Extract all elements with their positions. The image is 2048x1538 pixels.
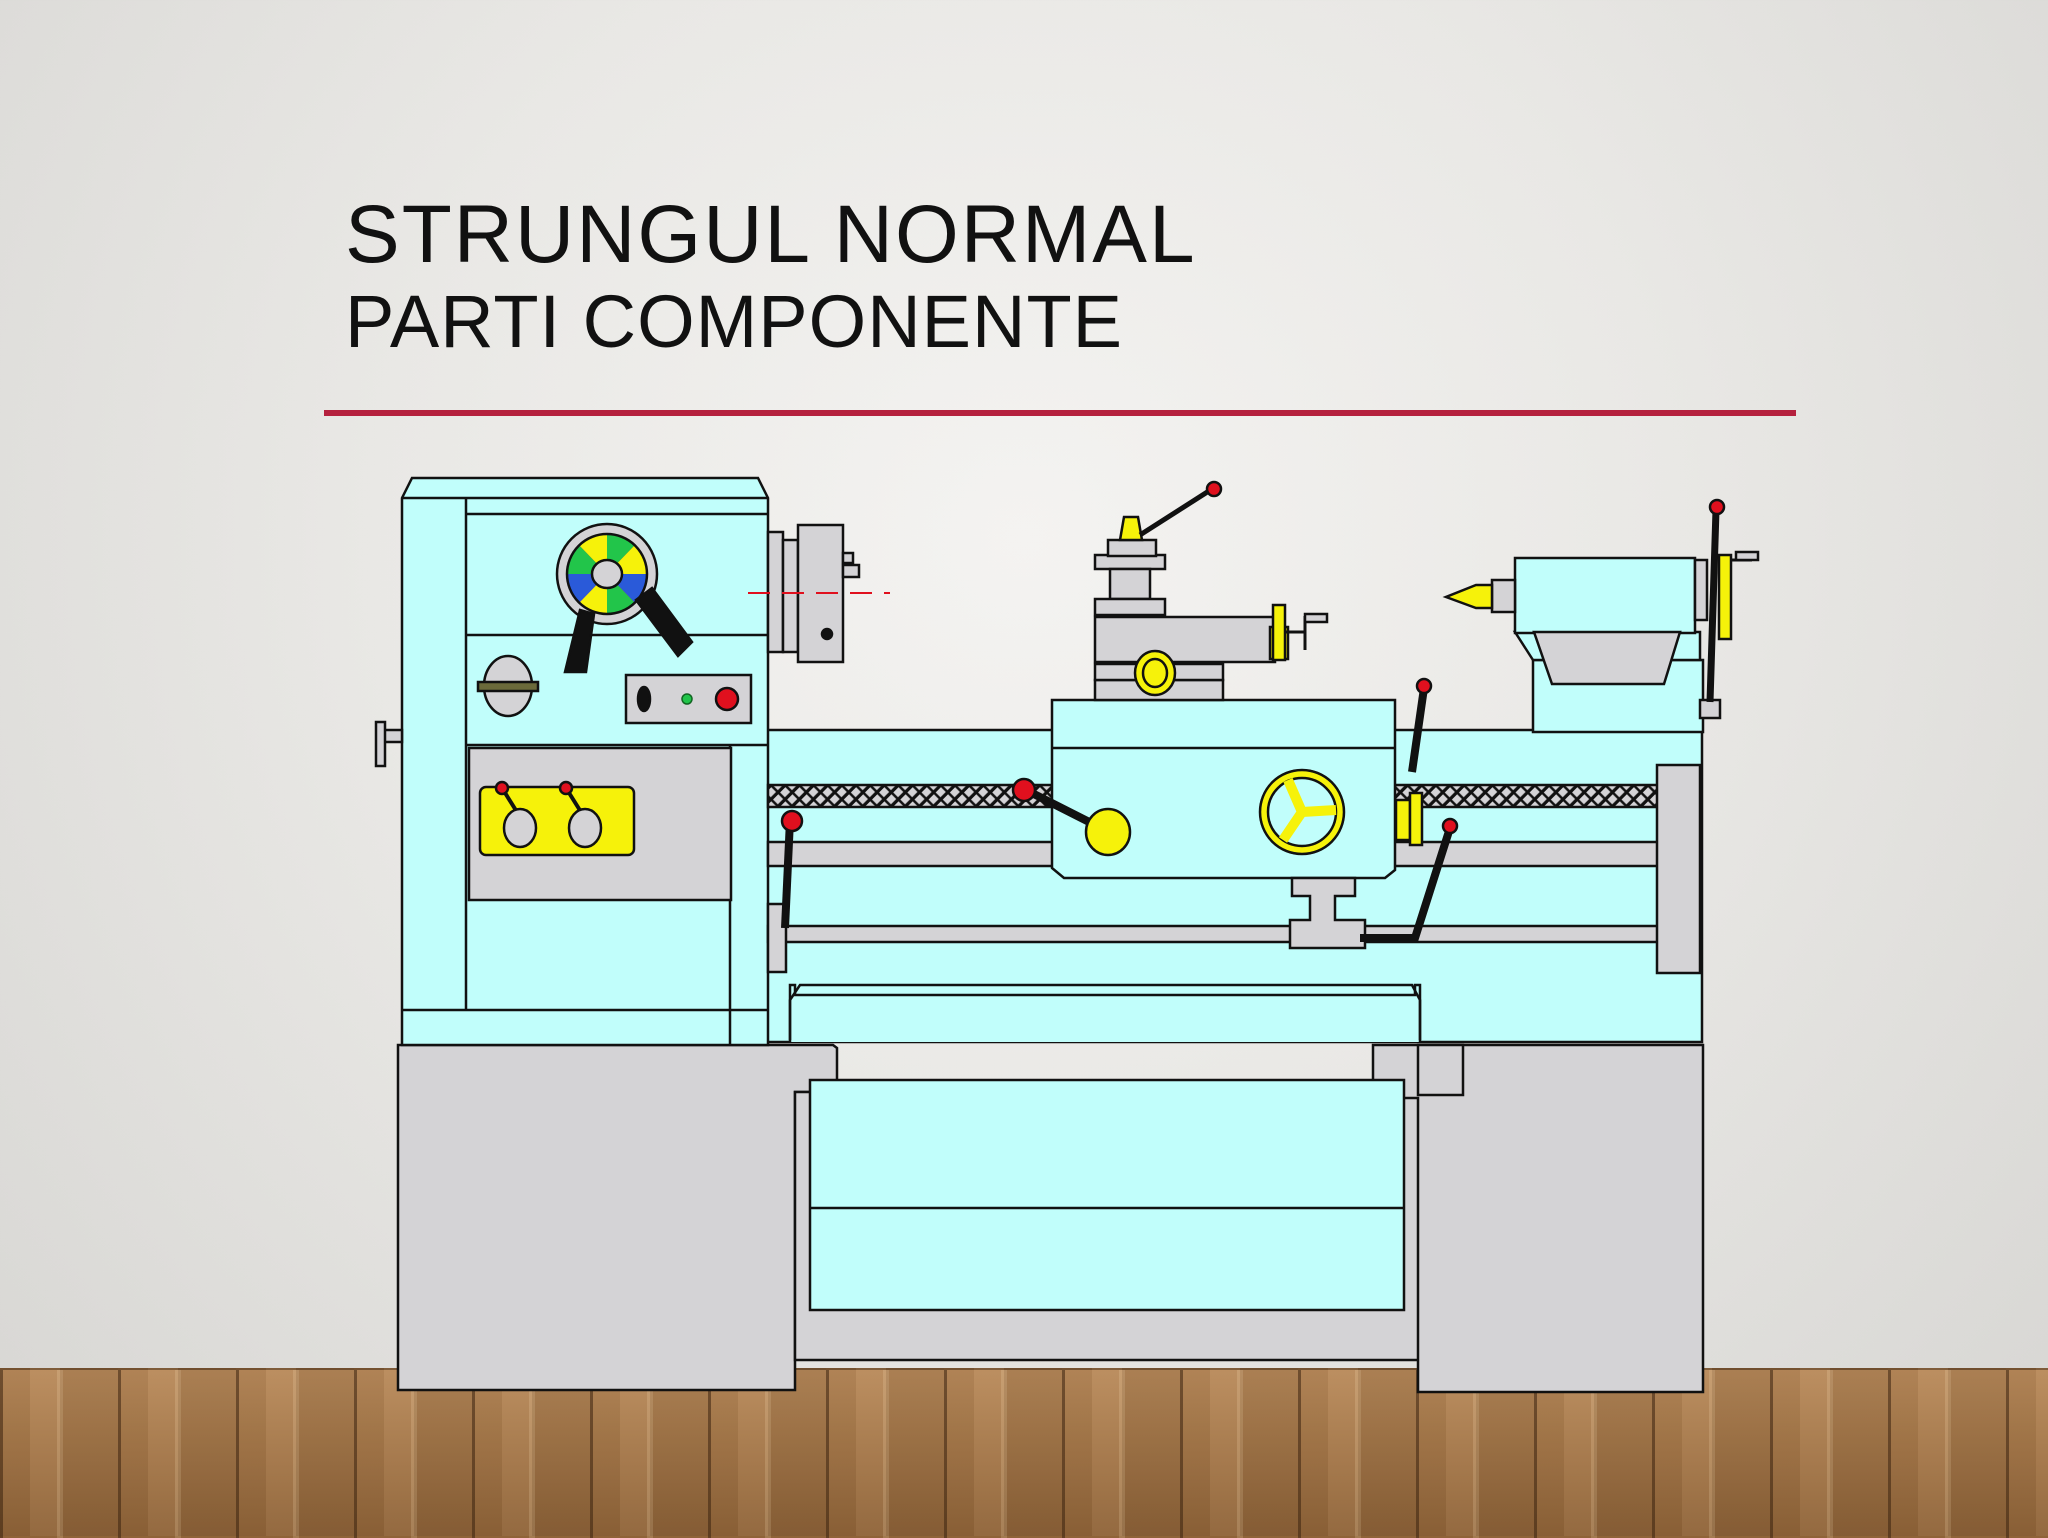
floor-grain xyxy=(0,1368,2048,1536)
compound-knob[interactable] xyxy=(1133,649,1177,697)
saddle-bracket xyxy=(1288,876,1367,950)
tool-post-icon[interactable] xyxy=(1093,480,1223,617)
headstock-gauge-icon xyxy=(476,654,540,718)
tailstock xyxy=(1490,556,1705,734)
title-block: STRUNGUL NORMAL PARTI COMPONENTE xyxy=(345,190,1197,364)
tailstock-quill-flange xyxy=(1693,558,1722,720)
apron-lever[interactable] xyxy=(1011,777,1132,857)
control-panel xyxy=(624,673,753,725)
tailstock-center xyxy=(1442,583,1494,610)
half-nut-lever[interactable] xyxy=(1394,677,1433,847)
bed-cabinet xyxy=(808,1078,1406,1312)
start-lever[interactable] xyxy=(780,809,804,929)
slide-subtitle: PARTI COMPONENTE xyxy=(345,280,1124,363)
wooden-floor xyxy=(0,1368,2048,1538)
tailstock-handwheel[interactable] xyxy=(1706,498,1760,703)
gearbox-levers[interactable] xyxy=(494,780,603,849)
dial-levers[interactable] xyxy=(563,586,694,674)
cross-slide xyxy=(1093,615,1290,702)
chuck-icon[interactable] xyxy=(766,523,861,664)
title-divider xyxy=(324,410,1796,416)
handwheel-icon[interactable] xyxy=(1258,768,1346,856)
feed-lever[interactable] xyxy=(1360,817,1459,942)
headstock-side-handle[interactable] xyxy=(374,720,404,768)
slide-title: STRUNGUL NORMAL xyxy=(345,189,1197,280)
bed-end-block xyxy=(1655,763,1702,975)
cross-slide-handwheel[interactable] xyxy=(1271,603,1329,662)
speed-selector-dial-icon[interactable] xyxy=(555,522,659,626)
